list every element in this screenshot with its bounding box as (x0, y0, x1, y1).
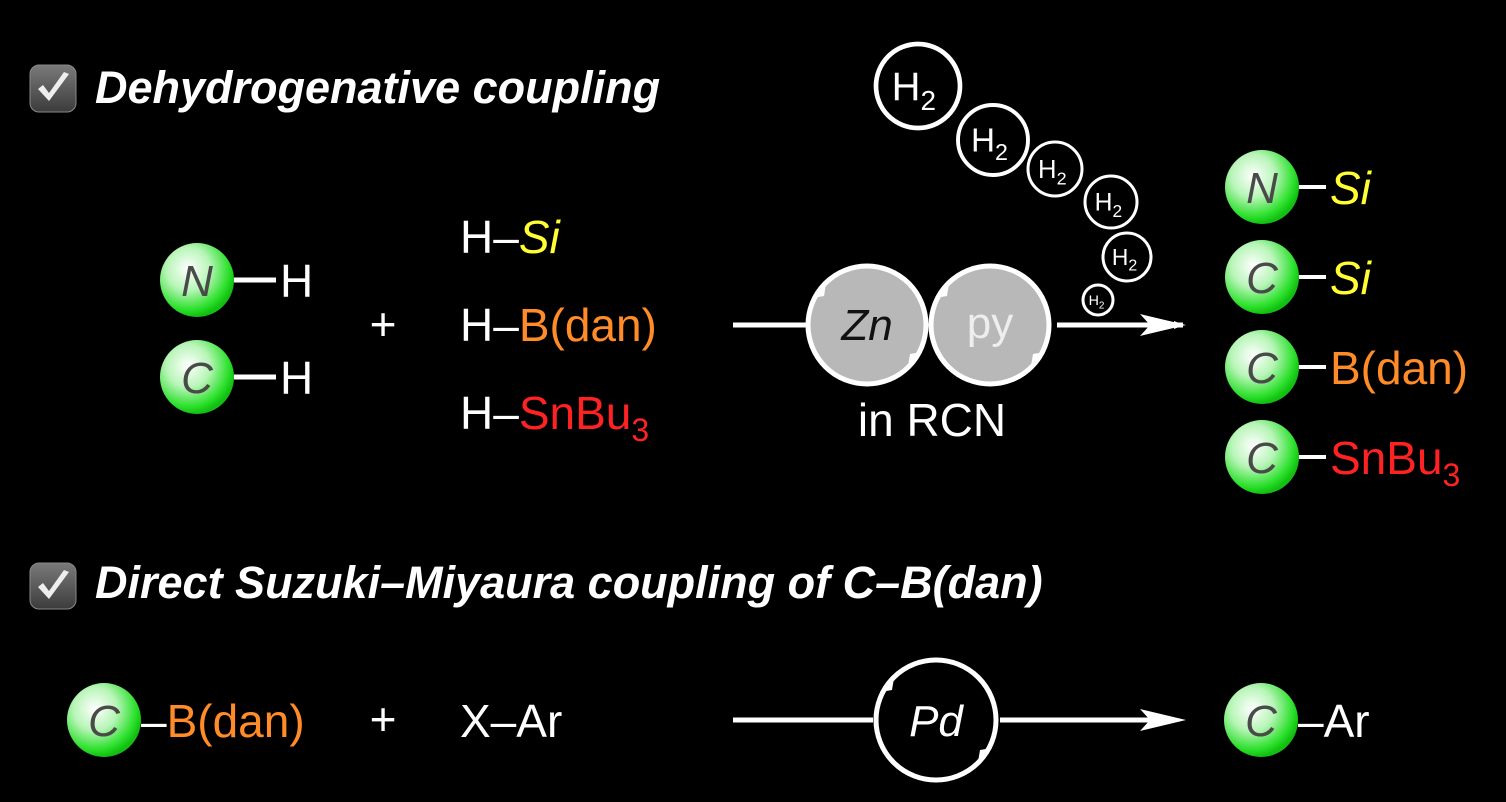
svg-text:H2: H2 (1095, 190, 1122, 221)
plus-sign: + (370, 693, 397, 745)
svg-text:Si: Si (1330, 252, 1373, 304)
arrowhead-icon (1140, 709, 1186, 731)
checkmark-icon (38, 72, 69, 101)
svg-text:H2: H2 (1038, 156, 1067, 188)
cycle-arrow-icon (935, 284, 1045, 366)
svg-text:N: N (1246, 164, 1278, 213)
checkmark-icon (38, 570, 69, 599)
svg-text:C: C (1246, 434, 1279, 483)
reagent-h-si: H–Si (460, 211, 561, 263)
section-title-suzuki: Direct Suzuki–Miyaura coupling of C–B(da… (95, 557, 1043, 608)
py-ligand-cycle: py (928, 263, 1052, 387)
svg-text:H2: H2 (1089, 293, 1105, 312)
reagent-h-bdan: H–B(dan) (460, 299, 657, 351)
svg-text:py: py (967, 299, 1013, 348)
zn-catalyst-cycle: Zn (805, 263, 929, 387)
h2-bubble: H2 (873, 41, 963, 131)
checkbox-suzuki (29, 562, 77, 610)
svg-text:Zn: Zn (840, 301, 892, 350)
substrate-c-h: C H (160, 340, 313, 414)
product-c-ar: C –Ar (1224, 683, 1370, 757)
svg-text:H2: H2 (1112, 244, 1137, 275)
svg-text:–B(dan): –B(dan) (141, 695, 305, 747)
h2-bubble: H2 (1101, 231, 1153, 283)
product-item: C Si (1225, 240, 1373, 314)
svg-text:C: C (1246, 344, 1279, 393)
product-item: C SnBu3 (1225, 420, 1460, 494)
svg-text:C: C (1246, 254, 1279, 303)
section-title-dehydrogenative: Dehydrogenative coupling (95, 62, 660, 113)
checkbox-dehydrogenative (29, 64, 77, 113)
reagent-h-snbu3: H–SnBu3 (460, 387, 649, 448)
svg-text:–Ar: –Ar (1298, 695, 1370, 747)
svg-text:Si: Si (1330, 162, 1373, 214)
cycle-arrow-icon (812, 284, 922, 366)
substrate-c-bdan: C –B(dan) (67, 683, 305, 757)
svg-text:H2: H2 (971, 123, 1008, 165)
svg-text:H2: H2 (892, 65, 936, 116)
svg-text:SnBu3: SnBu3 (1330, 432, 1460, 493)
h2-bubble: H2 (1081, 283, 1115, 317)
pd-catalyst-cycle: Pd (873, 657, 999, 783)
svg-text:Pd: Pd (909, 697, 964, 746)
svg-text:H: H (280, 255, 313, 307)
substrate-n-h: N H (160, 243, 313, 317)
arrowhead-icon (1140, 314, 1186, 336)
svg-text:C: C (1245, 697, 1278, 746)
product-item: C B(dan) (1225, 330, 1468, 404)
svg-text:H: H (280, 352, 313, 404)
aryl-halide: X–Ar (460, 695, 562, 747)
plus-sign: + (370, 298, 397, 350)
cycle-arrow-icon (880, 678, 992, 762)
svg-text:B(dan): B(dan) (1330, 342, 1468, 394)
svg-text:C: C (181, 354, 214, 403)
svg-text:C: C (88, 697, 121, 746)
h2-bubble: H2 (1083, 174, 1139, 230)
product-item: N Si (1225, 150, 1373, 224)
solvent-label: in RCN (858, 394, 1006, 446)
svg-text:N: N (181, 257, 213, 306)
h2-bubble: H2 (956, 103, 1030, 177)
h2-bubble: H2 (1026, 140, 1084, 198)
